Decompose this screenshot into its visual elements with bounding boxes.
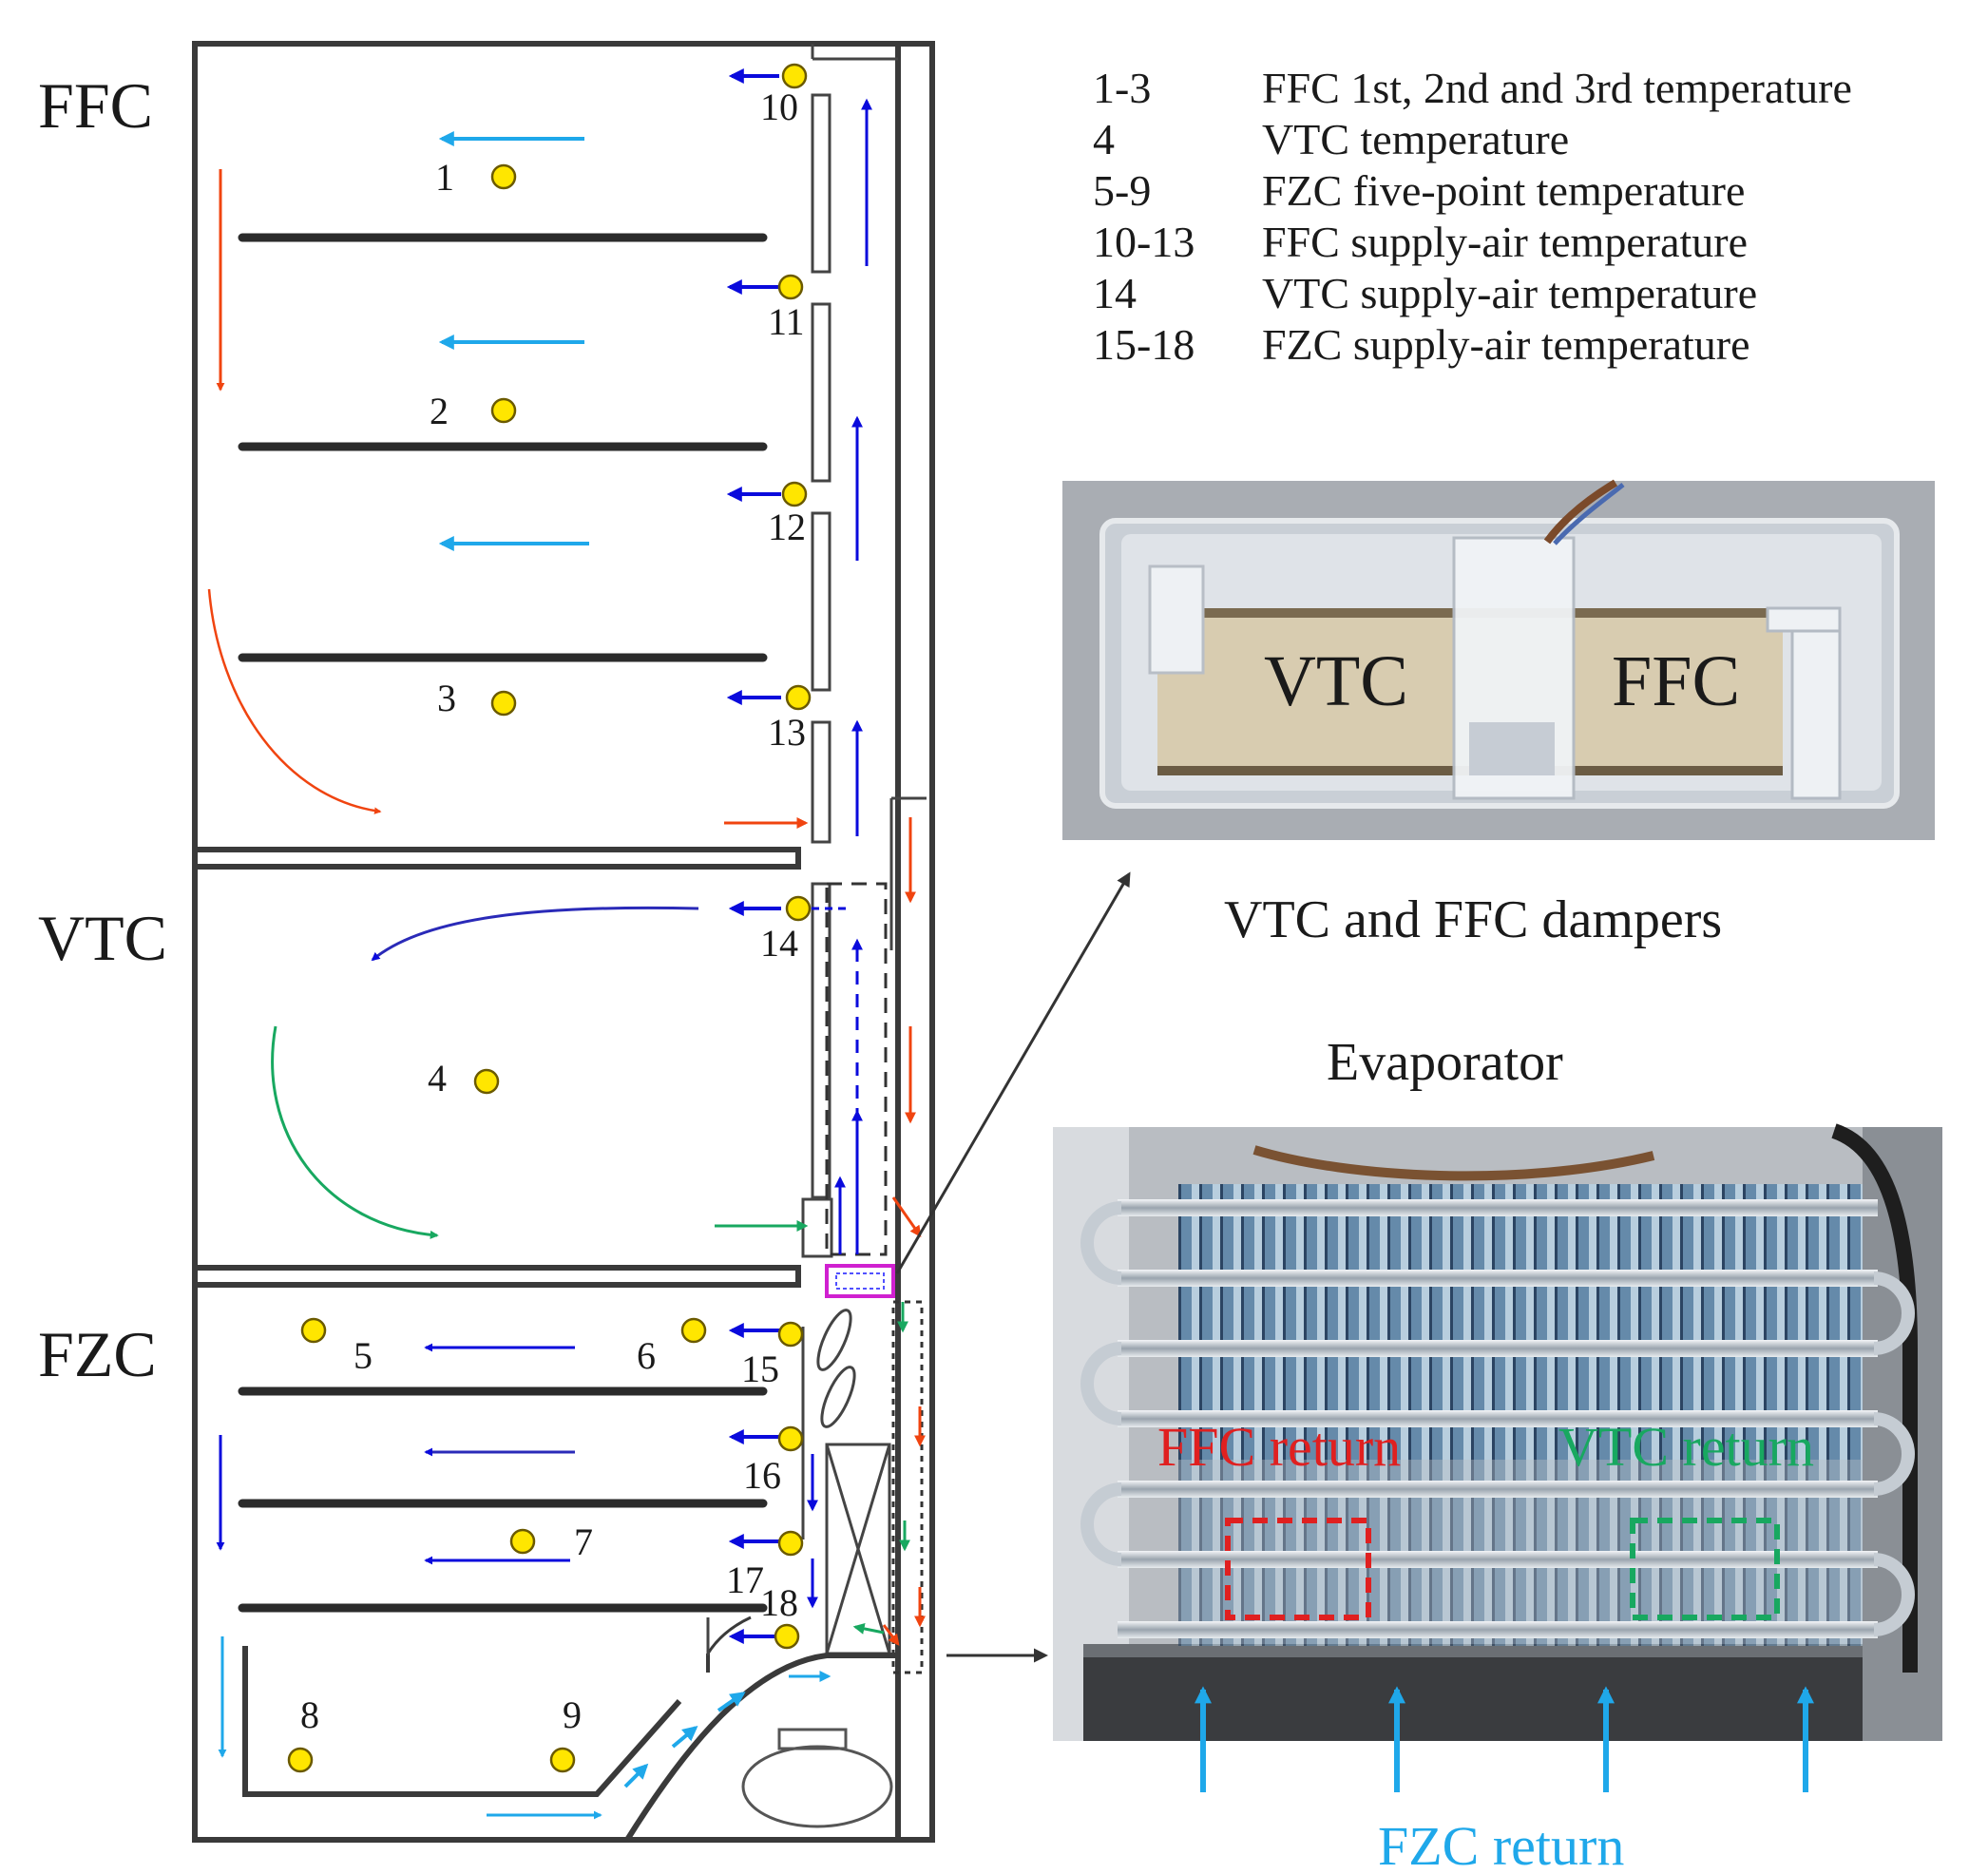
sensor-18 xyxy=(774,1623,800,1650)
evaporator-photo: FFC return VTC return xyxy=(1053,1123,1942,1792)
legend-key-4: 10-13 xyxy=(1093,218,1195,266)
sensor-15 xyxy=(777,1321,804,1348)
vtc-return-label: VTC return xyxy=(1558,1416,1814,1478)
sensor-label-7: 7 xyxy=(574,1520,593,1563)
legend-key-6: 15-18 xyxy=(1093,320,1195,369)
legend-desc-6: FZC supply-air temperature xyxy=(1262,320,1750,369)
legend: 1-3 FFC 1st, 2nd and 3rd temperature 4 V… xyxy=(1093,64,1852,369)
sensor-9 xyxy=(549,1747,576,1773)
sensor-label-11: 11 xyxy=(768,300,805,343)
sensor-5 xyxy=(300,1317,327,1344)
sensor-label-18: 18 xyxy=(760,1581,798,1624)
legend-key-5: 14 xyxy=(1093,269,1137,317)
sensors xyxy=(287,63,812,1773)
sensor-label-2: 2 xyxy=(430,390,449,432)
zone-label-fzc: FZC xyxy=(38,1318,157,1390)
sensor-label-15: 15 xyxy=(741,1348,779,1390)
ffc-return-label: FFC return xyxy=(1157,1416,1401,1478)
shelves xyxy=(238,233,768,1613)
sensor-label-8: 8 xyxy=(300,1693,319,1736)
sensor-label-4: 4 xyxy=(428,1057,447,1100)
legend-desc-4: FFC supply-air temperature xyxy=(1262,218,1748,266)
evaporator-title: Evaporator xyxy=(1327,1033,1563,1092)
sensor-4 xyxy=(473,1068,500,1095)
sensor-label-1: 1 xyxy=(435,156,454,199)
airflow-arrows xyxy=(207,68,1131,1820)
fzc-return-arrows xyxy=(1195,1686,1814,1792)
sensor-label-16: 16 xyxy=(743,1454,781,1497)
sensor-label-14: 14 xyxy=(760,922,798,965)
sensor-10 xyxy=(781,63,808,89)
sensor-label-13: 13 xyxy=(768,711,806,754)
evaporator-tubes xyxy=(1080,1199,1915,1638)
dampers-caption: VTC and FFC dampers xyxy=(1224,890,1722,949)
dampers-photo: VTC FFC xyxy=(1062,479,1935,840)
legend-desc-3: FZC five-point temperature xyxy=(1262,166,1745,215)
compressor-icon xyxy=(741,1728,893,1828)
sensor-3 xyxy=(490,690,517,717)
sensor-13 xyxy=(785,684,812,711)
legend-key-3: 5-9 xyxy=(1093,166,1151,215)
sensor-11 xyxy=(777,274,804,300)
sensor-12 xyxy=(781,481,808,507)
fzc-return-label: FZC return xyxy=(1378,1815,1624,1874)
sensor-label-3: 3 xyxy=(437,677,456,719)
legend-desc-1: FFC 1st, 2nd and 3rd temperature xyxy=(1262,64,1852,112)
legend-desc-5: VTC supply-air temperature xyxy=(1262,269,1757,317)
sensor-label-10: 10 xyxy=(760,86,798,128)
sensor-label-5: 5 xyxy=(354,1334,373,1377)
sensor-1 xyxy=(490,163,517,190)
sensor-7 xyxy=(509,1528,536,1555)
legend-key-2: 4 xyxy=(1093,115,1115,163)
sensor-8 xyxy=(287,1747,314,1773)
sensor-6 xyxy=(680,1317,707,1344)
sensor-label-6: 6 xyxy=(637,1334,656,1377)
damper-label-vtc: VTC xyxy=(1264,641,1408,721)
sensor-14 xyxy=(785,895,812,922)
damper-label-ffc: FFC xyxy=(1612,641,1740,721)
sensor-label-12: 12 xyxy=(768,506,806,548)
sensor-label-9: 9 xyxy=(563,1693,582,1736)
legend-key-1: 1-3 xyxy=(1093,64,1151,112)
zone-label-vtc: VTC xyxy=(38,902,167,974)
fan-icon xyxy=(816,1309,856,1428)
zone-label-ffc: FFC xyxy=(38,69,153,142)
sensor-label-17: 17 xyxy=(726,1558,764,1601)
cabinet xyxy=(192,41,935,1843)
sensor-17 xyxy=(777,1530,804,1557)
sensor-16 xyxy=(777,1425,804,1452)
sensor-labels: 1 2 3 4 5 6 7 8 9 10 11 12 13 14 15 16 1… xyxy=(300,86,806,1736)
sensor-2 xyxy=(490,397,517,424)
legend-desc-2: VTC temperature xyxy=(1262,115,1569,163)
